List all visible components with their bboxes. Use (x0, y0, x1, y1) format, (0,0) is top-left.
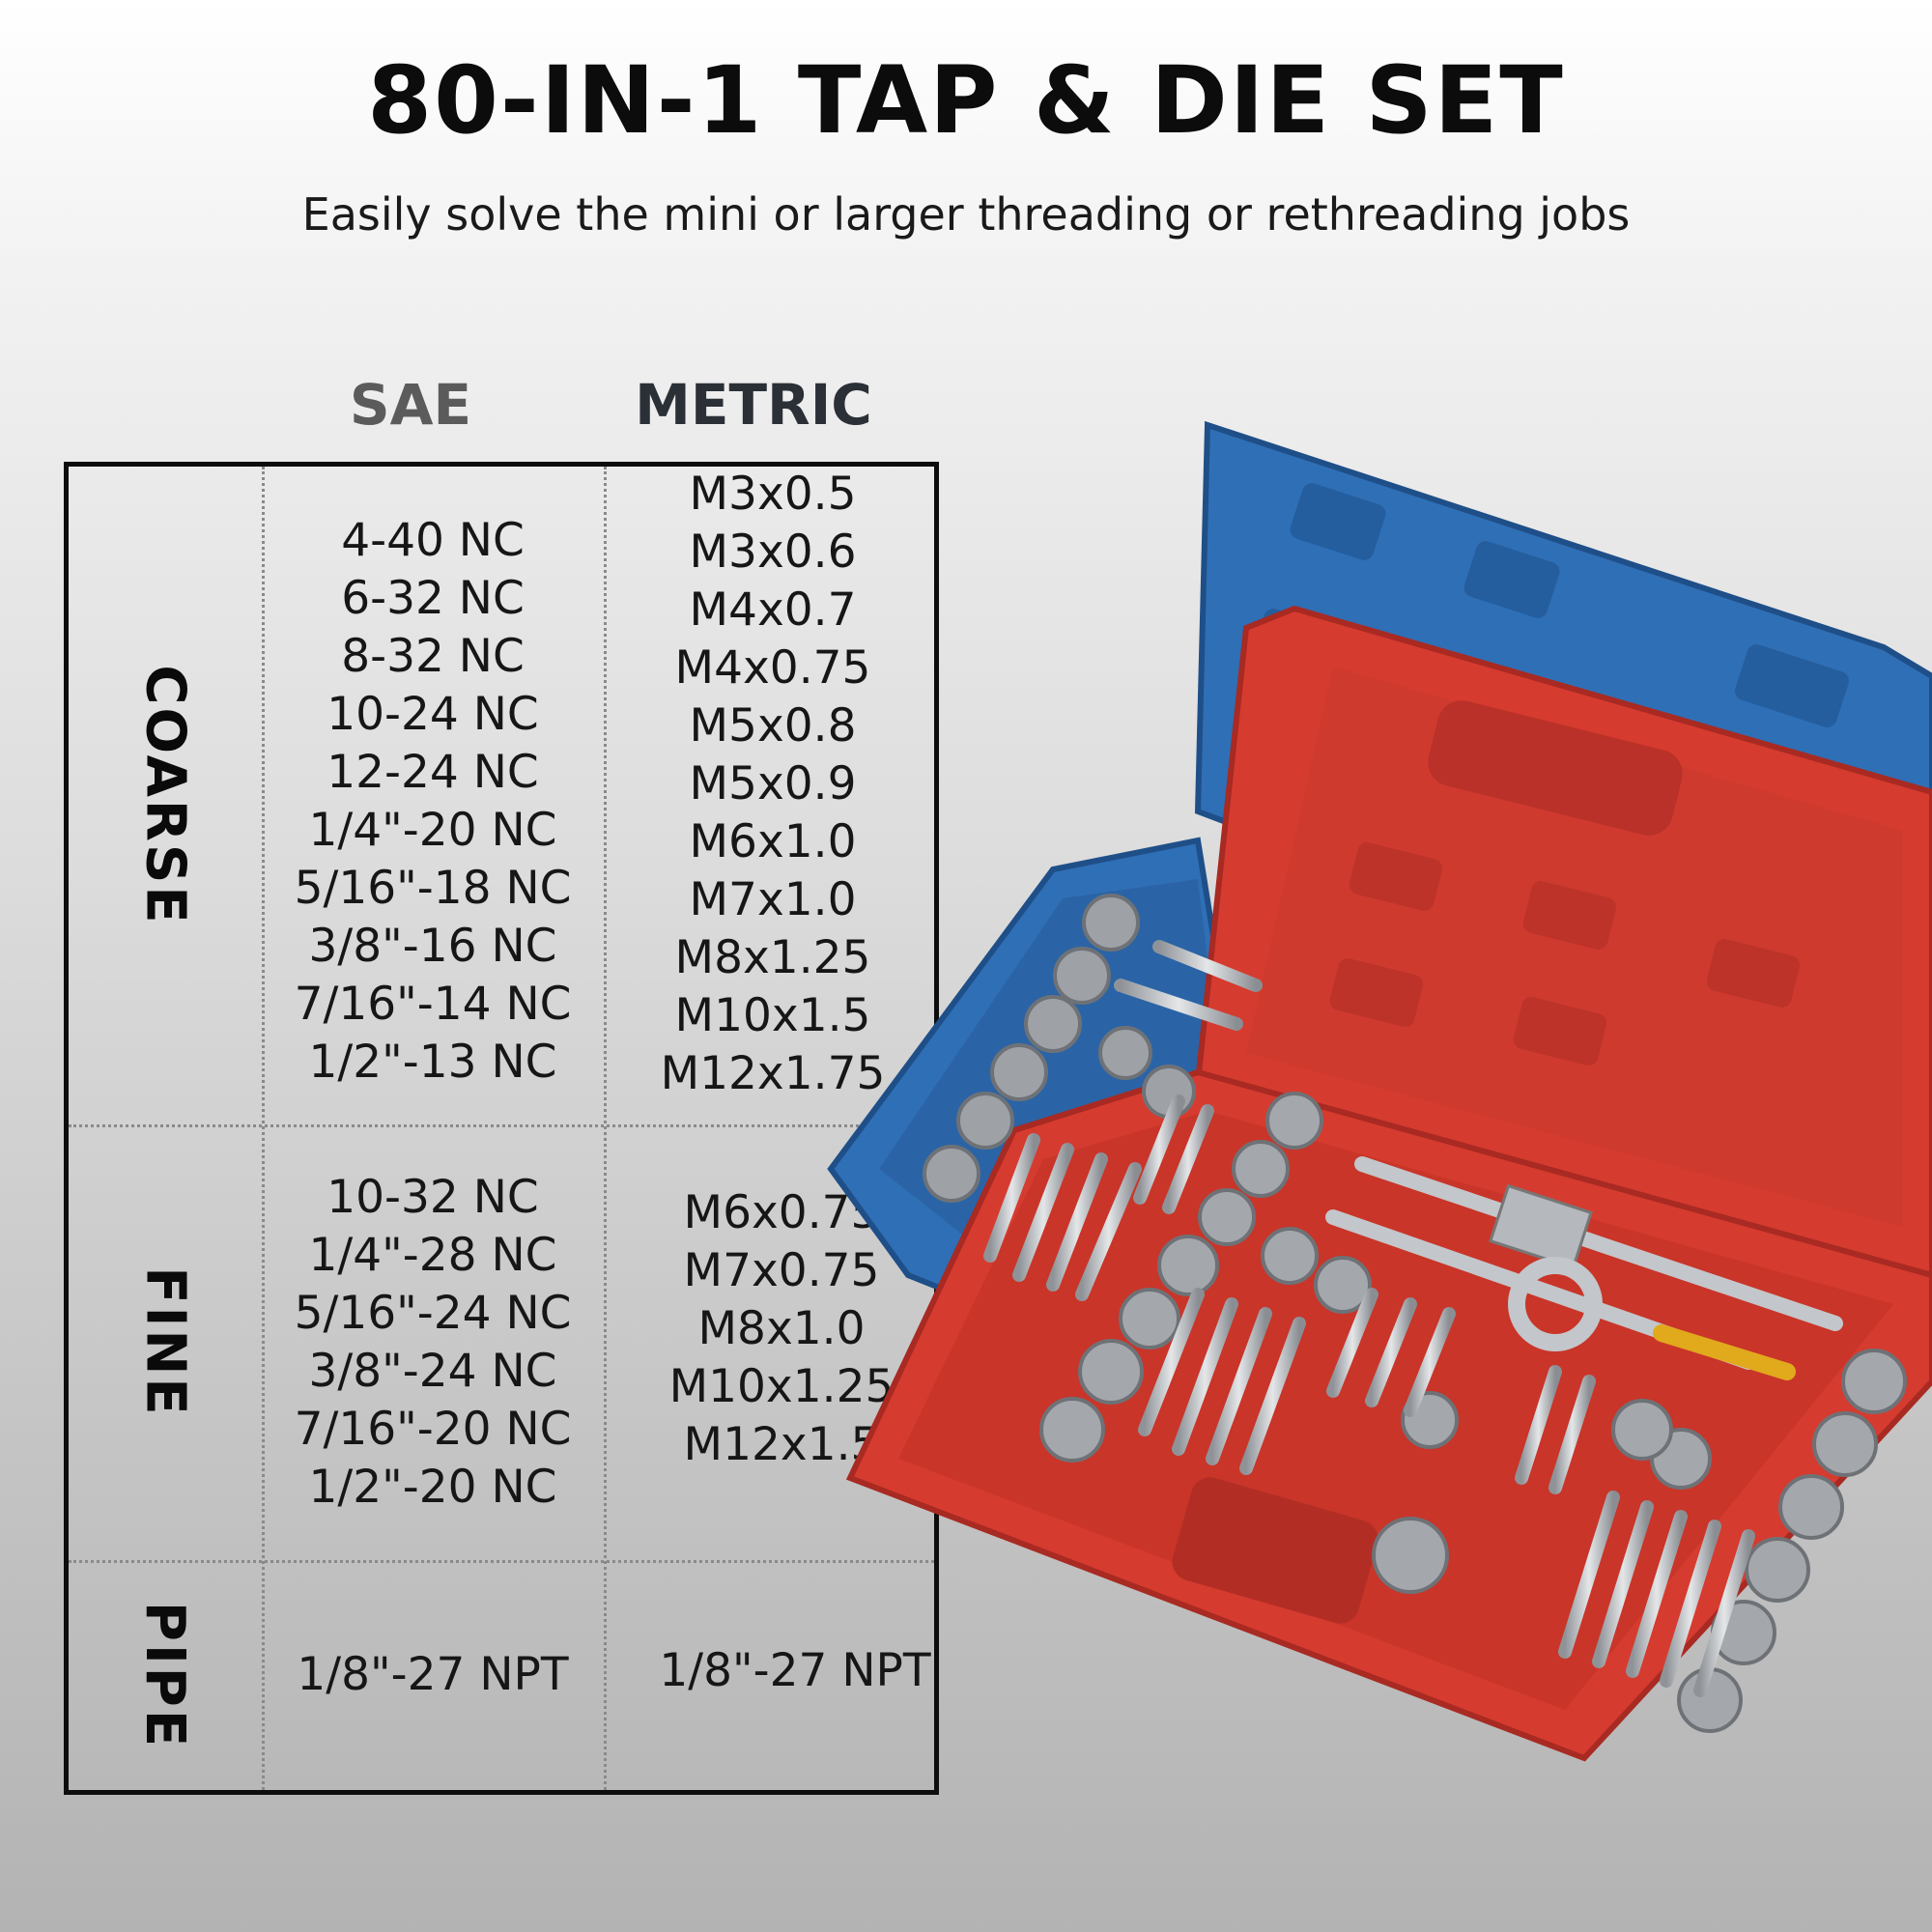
taps-blue (983, 940, 1263, 1301)
row-divider (69, 1560, 934, 1563)
size-entry: M5x0.9 (689, 756, 857, 810)
size-entry: M7x1.0 (689, 872, 857, 926)
column-header-metric: METRIC (635, 372, 872, 438)
dies-blue (923, 894, 1196, 1203)
size-entry: 5/16"-24 NC (294, 1286, 572, 1340)
size-entry: 3/8"-24 NC (308, 1344, 557, 1398)
row-label-fine-text: FINE (133, 1266, 197, 1418)
size-entry: 10-32 NC (327, 1170, 539, 1224)
page-title: 80-IN-1 TAP & DIE SET (367, 46, 1565, 155)
size-entry: M8x1.25 (674, 930, 871, 984)
size-entry: 10-24 NC (327, 687, 539, 741)
column-divider (604, 467, 607, 1790)
taps-red (1138, 1288, 1755, 1697)
size-entry: 7/16"-14 NC (294, 977, 572, 1031)
size-entry: M12x1.75 (660, 1046, 886, 1100)
row-label-pipe: PIPE (69, 1560, 262, 1790)
size-entry: 1/2"-13 NC (308, 1035, 557, 1089)
size-entry: 1/8"-27 NPT (659, 1644, 931, 1697)
wrench-handles (1325, 1156, 1843, 1380)
size-entry: M8x1.0 (697, 1301, 866, 1355)
size-entry: M6x1.0 (689, 814, 857, 868)
pipe-sae-cell: 1/8"-27 NPT (262, 1560, 604, 1790)
pipe-metric-cell: 1/8"-27 NPT (629, 1556, 961, 1786)
size-entry: 1/2"-20 NC (308, 1460, 557, 1514)
size-entry: 6-32 NC (341, 571, 525, 625)
size-entry: M7x0.75 (683, 1243, 880, 1297)
row-divider (69, 1124, 934, 1127)
dies-red (1039, 1092, 1907, 1733)
size-entry: 4-40 NC (341, 513, 525, 567)
size-entry: M12x1.5 (683, 1417, 880, 1471)
row-label-coarse: COARSE (69, 467, 262, 1124)
size-entry: M4x0.75 (674, 640, 871, 695)
size-entry: 7/16"-20 NC (294, 1402, 572, 1456)
size-entry: M10x1.25 (668, 1359, 895, 1413)
size-entry: 3/8"-16 NC (308, 919, 557, 973)
size-entry: M4x0.7 (689, 582, 857, 637)
row-label-fine: FINE (69, 1124, 262, 1560)
size-entry: 12-24 NC (327, 745, 539, 799)
column-header-sae: SAE (349, 372, 472, 438)
row-label-pipe-text: PIPE (133, 1601, 197, 1749)
product-photo (827, 420, 1932, 1762)
size-entry: 5/16"-18 NC (294, 861, 572, 915)
size-entry: M5x0.8 (689, 698, 857, 753)
size-entry: 8-32 NC (341, 629, 525, 683)
size-entry: 1/4"-28 NC (308, 1228, 557, 1282)
column-divider (262, 467, 265, 1790)
page-subtitle: Easily solve the mini or larger threadin… (301, 188, 1631, 241)
row-label-coarse-text: COARSE (133, 665, 197, 926)
size-entry: 1/8"-27 NPT (297, 1648, 569, 1701)
size-entry: 1/4"-20 NC (308, 803, 557, 857)
size-entry: M10x1.5 (674, 988, 871, 1042)
size-entry: M3x0.5 (689, 467, 857, 521)
size-entry: M3x0.6 (689, 525, 857, 579)
